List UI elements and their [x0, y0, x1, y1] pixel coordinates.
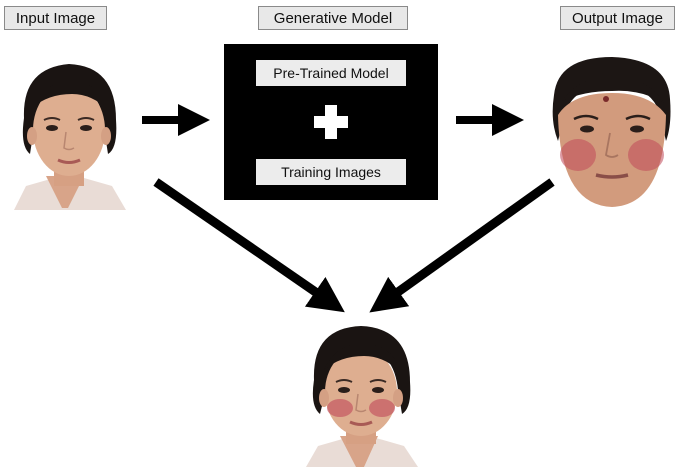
- generative-model-label: Generative Model: [258, 6, 408, 30]
- training-images-box: Training Images: [256, 159, 406, 185]
- output-image-label: Output Image: [560, 6, 675, 30]
- generative-model-box: Pre-Trained Model Training Images: [224, 44, 438, 200]
- diagonal-arrow-icon: [153, 178, 345, 313]
- input-face-image: [4, 58, 134, 210]
- result-face-image: [296, 322, 426, 467]
- input-image-label: Input Image: [4, 6, 107, 30]
- pretrained-model-box: Pre-Trained Model: [256, 60, 406, 86]
- diagonal-arrow-icon: [369, 178, 555, 313]
- output-face-image: [540, 55, 682, 207]
